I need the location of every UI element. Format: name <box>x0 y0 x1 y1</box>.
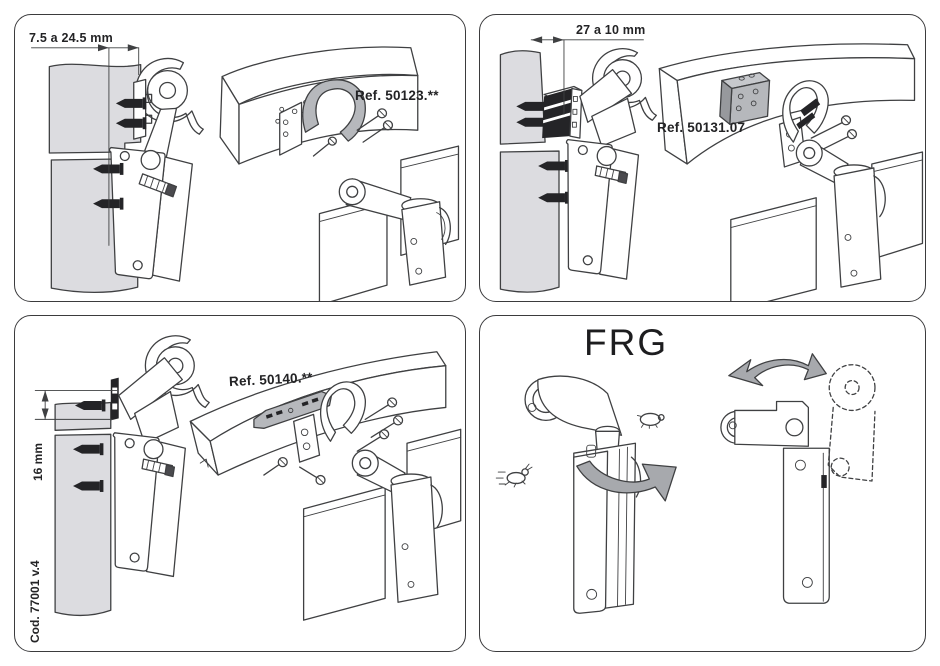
roller-hinge-drawing <box>565 48 657 280</box>
panel-bottom-left: 16 mm Ref. 50140.** Cod. 77001 v.4 <box>14 315 466 652</box>
panel-bottom-right: FRG <box>479 315 926 652</box>
product-code-label: Cod. 77001 v.4 <box>28 560 42 644</box>
screw-icons <box>93 97 147 210</box>
beam-drawing <box>219 46 419 165</box>
panel-top-right: 27 a 10 mm Ref. 50131.07 <box>479 14 926 302</box>
roller-hinge-drawing <box>108 57 204 282</box>
alternate-position-outline <box>827 364 876 482</box>
dimension-label: 7.5 a 24.5 mm <box>29 31 113 45</box>
roller-hinge-drawing <box>112 335 210 578</box>
dimension-lines <box>530 36 644 115</box>
hare-icon <box>495 463 533 488</box>
ref-label: Ref. 50131.07 <box>657 120 746 135</box>
page-title: FRG <box>584 322 669 363</box>
dimension-lines <box>31 44 140 246</box>
drawing-top-left <box>31 44 460 301</box>
ref-label: Ref. 50123.** <box>355 88 439 103</box>
panel-top-left: 7.5 a 24.5 mm Ref. 50123.** <box>14 14 466 302</box>
rotation-arrow-icon <box>576 460 677 502</box>
dimension-label: 16 mm <box>31 442 45 481</box>
drawing-bottom-right <box>495 353 876 614</box>
drawing-bottom-left <box>34 335 462 621</box>
roller-device-drawing <box>302 428 462 621</box>
door-panel-drawing <box>499 50 560 293</box>
swing-arrow-icon <box>728 353 827 387</box>
device-rotation-drawing <box>495 375 677 614</box>
dimension-label: 27 a 10 mm <box>576 23 646 37</box>
screw-icons <box>516 101 569 204</box>
roller-device-drawing <box>318 145 460 301</box>
device-swing-drawing <box>720 353 876 604</box>
hook-bracket-drawing <box>263 381 404 486</box>
screw-icons <box>72 399 106 492</box>
spacer-block-drawing <box>542 85 583 139</box>
drawing-top-right <box>499 36 924 301</box>
mounting-rail-drawing <box>110 377 119 421</box>
dimension-lines <box>34 390 118 420</box>
mounting-plate-drawing <box>253 390 333 429</box>
door-panel-drawing <box>54 401 112 616</box>
roller-device-drawing <box>730 139 924 301</box>
guide-bracket-drawing <box>279 79 394 157</box>
turtle-icon <box>636 412 665 429</box>
spacer-block-part-drawing <box>719 71 771 125</box>
